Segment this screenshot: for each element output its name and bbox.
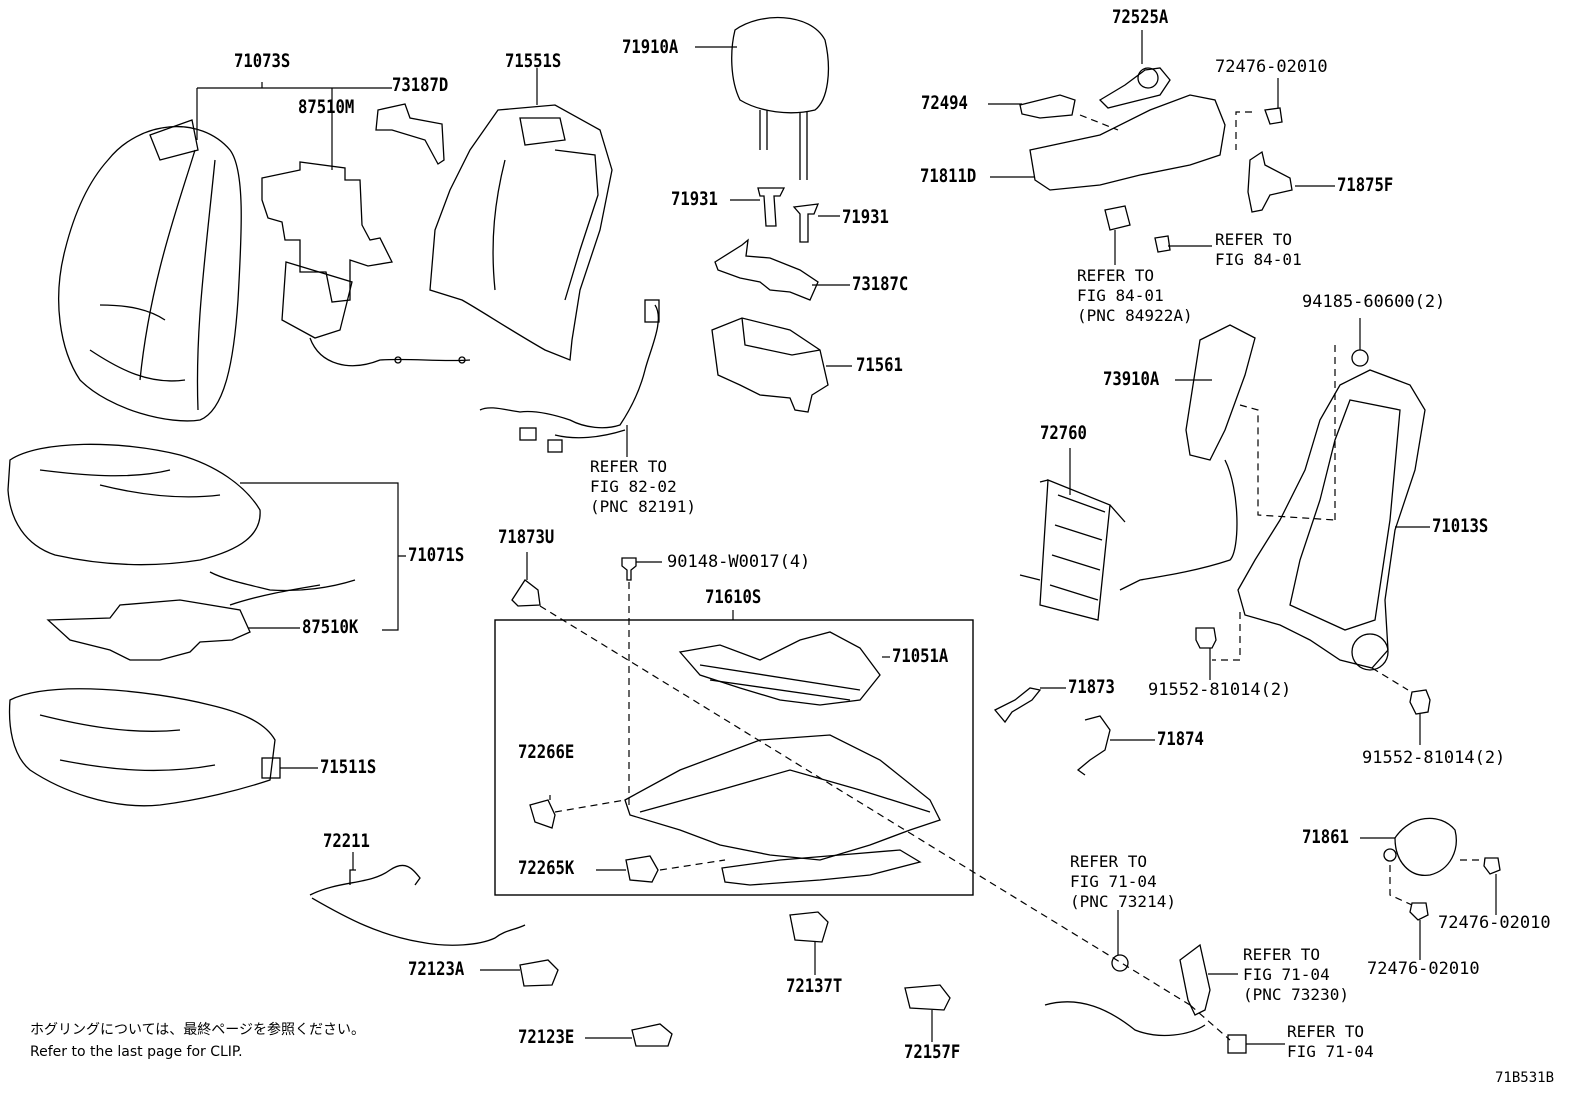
label-72265K: 72265K [518, 857, 575, 879]
refer-fig-71-04-73230: REFER TO FIG 71-04 (PNC 73230) [1243, 945, 1349, 1004]
label-72760: 72760 [1040, 422, 1087, 444]
refer-fig-71-04-73214: REFER TO FIG 71-04 (PNC 73214) [1070, 852, 1176, 911]
seat-adjuster-box [494, 619, 974, 896]
label-72476-02010-r1: 72476-02010 [1438, 913, 1551, 933]
label-91552-a: 91552-81014(2) [1148, 680, 1292, 700]
cover-71861-part [1383, 817, 1501, 921]
label-71073S: 71073S [234, 50, 291, 72]
recliner-cover-part [1019, 67, 1293, 253]
seat-spring-part [678, 631, 881, 706]
bracket-73187C-part [714, 238, 819, 301]
seatback-pad-part [429, 104, 613, 361]
seat-cushion-cover-part [7, 443, 261, 566]
label-91552-b: 91552-81014(2) [1362, 748, 1506, 768]
label-71931-b: 71931 [842, 206, 889, 228]
label-71874: 71874 [1157, 728, 1204, 750]
wire-harness-72211-part [309, 864, 526, 946]
seatback-cover-part [58, 119, 242, 422]
label-71551S: 71551S [505, 50, 562, 72]
bracket-71873U-part [511, 579, 541, 607]
label-71051A: 71051A [892, 645, 949, 667]
bracket-73187D-part [375, 103, 445, 165]
label-72494: 72494 [921, 92, 968, 114]
label-73187D: 73187D [392, 74, 449, 96]
clip-72123E-part [631, 1023, 673, 1047]
label-72137T: 72137T [786, 975, 843, 997]
headrest-part [731, 16, 830, 180]
bracket-71873-part [993, 687, 1111, 776]
label-87510K: 87510K [302, 616, 359, 638]
back-board-71561-part [711, 317, 829, 413]
label-72157F: 72157F [904, 1041, 961, 1063]
label-73910A: 73910A [1103, 368, 1160, 390]
diagram-code: 71B531B [1495, 1070, 1555, 1086]
label-71873: 71873 [1068, 676, 1115, 698]
refer-fig-84-01-pnc: REFER TO FIG 84-01 (PNC 84922A) [1077, 266, 1193, 325]
wire-harness-82191-part [479, 299, 660, 453]
clip-72157F-part [904, 984, 951, 1011]
seat-adjuster-part [624, 734, 941, 886]
label-71561: 71561 [856, 354, 903, 376]
bolt-90148-part [621, 557, 637, 581]
label-72476-02010-r2: 72476-02010 [1367, 959, 1480, 979]
label-87510M: 87510M [298, 96, 355, 118]
refer-fig-82-02: REFER TO FIG 82-02 (PNC 82191) [590, 457, 696, 516]
seatback-frame-part [1119, 324, 1426, 671]
note-english: Refer to the last page for CLIP. [30, 1044, 243, 1060]
lumbar-support-part [1019, 479, 1126, 621]
label-71875F: 71875F [1337, 174, 1394, 196]
cover-72265K-part [625, 855, 659, 883]
seatback-heater-part [261, 161, 471, 367]
refer-fig-71-04: REFER TO FIG 71-04 [1287, 1022, 1374, 1061]
clip-72123A-part [519, 959, 559, 987]
label-72123E: 72123E [518, 1026, 575, 1048]
label-71610S: 71610S [705, 586, 762, 608]
seat-belt-buckle-part [1044, 943, 1247, 1054]
label-71873U: 71873U [498, 526, 555, 548]
label-73187C: 73187C [852, 273, 909, 295]
refer-fig-84-01-right: REFER TO FIG 84-01 [1215, 230, 1302, 269]
clip-72137T-part [789, 911, 829, 943]
label-72266E: 72266E [518, 741, 575, 763]
label-90148: 90148-W0017(4) [667, 552, 811, 572]
headrest-guide-part [757, 187, 820, 243]
seat-cushion-pad-part [8, 688, 281, 807]
cover-72266E-part [529, 799, 556, 829]
label-72476-02010-top: 72476-02010 [1215, 57, 1328, 77]
label-71013S: 71013S [1432, 515, 1489, 537]
label-71861: 71861 [1302, 826, 1349, 848]
label-72211: 72211 [323, 830, 370, 852]
label-71811D: 71811D [920, 165, 977, 187]
label-71931-a: 71931 [671, 188, 718, 210]
label-71071S: 71071S [408, 544, 465, 566]
seat-heater-part [46, 571, 356, 661]
label-72525A: 72525A [1112, 6, 1169, 28]
bolt-91552-part [1195, 627, 1431, 715]
label-72123A: 72123A [408, 958, 465, 980]
label-71511S: 71511S [320, 756, 377, 778]
label-71910A: 71910A [622, 36, 679, 58]
note-japanese: ホグリングについては、最終ページを参照ください。 [30, 1022, 366, 1038]
label-94185: 94185-60600(2) [1302, 292, 1446, 312]
